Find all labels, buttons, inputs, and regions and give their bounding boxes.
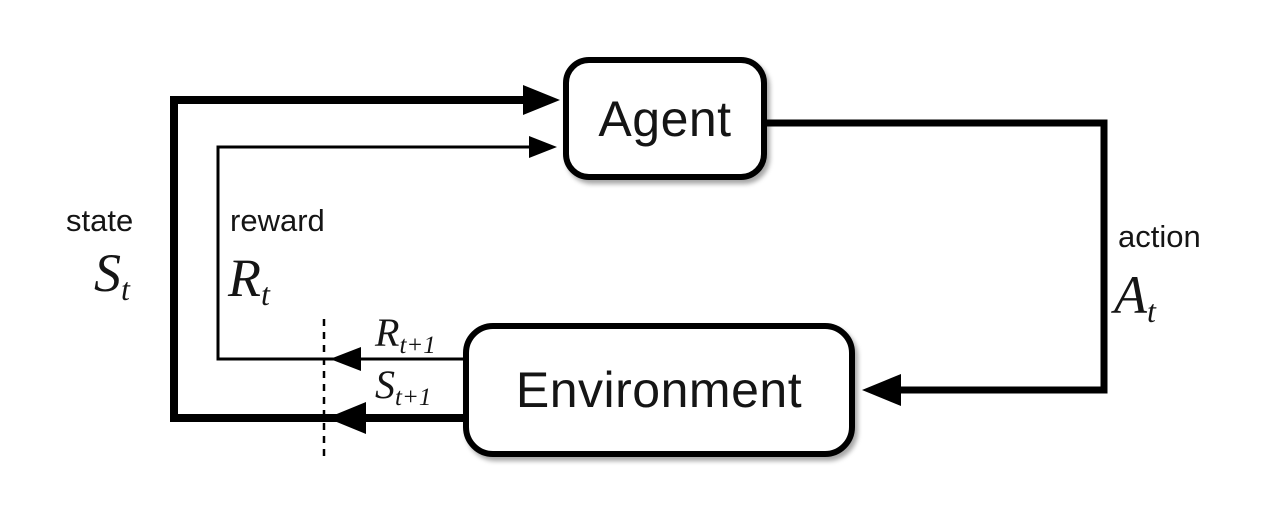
action-symbol-subscript: t	[1147, 292, 1156, 329]
next-reward-arrowhead	[330, 347, 361, 371]
state-into-agent-arrowhead	[523, 85, 560, 115]
next-reward-symbol-label: Rt+1	[375, 310, 436, 359]
action-symbol-base: A	[1114, 265, 1147, 325]
reward-symbol-base: R	[228, 248, 261, 308]
action-symbol-label: At	[1114, 268, 1156, 327]
state-word-label: state	[66, 203, 134, 238]
next-reward-symbol-subscript: t+1	[399, 332, 436, 359]
next-state-symbol-base: S	[375, 362, 395, 407]
action-into-environment-arrowhead	[862, 374, 901, 406]
state-symbol-base: S	[94, 243, 121, 303]
reward-into-agent-arrowhead	[529, 136, 557, 158]
state-symbol-label: St	[94, 246, 130, 305]
state-symbol-subscript: t	[121, 270, 130, 307]
next-state-arrowhead	[327, 402, 366, 434]
action-line	[767, 119, 1108, 394]
agent-box-label: Agent	[598, 90, 732, 147]
reward-word-label: reward	[230, 203, 325, 238]
reward-symbol-label: Rt	[228, 251, 270, 310]
agent-box: Agent	[563, 57, 767, 180]
next-state-symbol-label: St+1	[375, 362, 432, 411]
state-line	[170, 96, 527, 422]
environment-box-label: Environment	[515, 362, 803, 418]
next-state-symbol-subscript: t+1	[395, 384, 432, 411]
reward-symbol-subscript: t	[261, 275, 270, 312]
action-word-label: action	[1118, 219, 1201, 254]
environment-box: Environment	[463, 323, 855, 457]
next-reward-symbol-base: R	[375, 310, 400, 355]
